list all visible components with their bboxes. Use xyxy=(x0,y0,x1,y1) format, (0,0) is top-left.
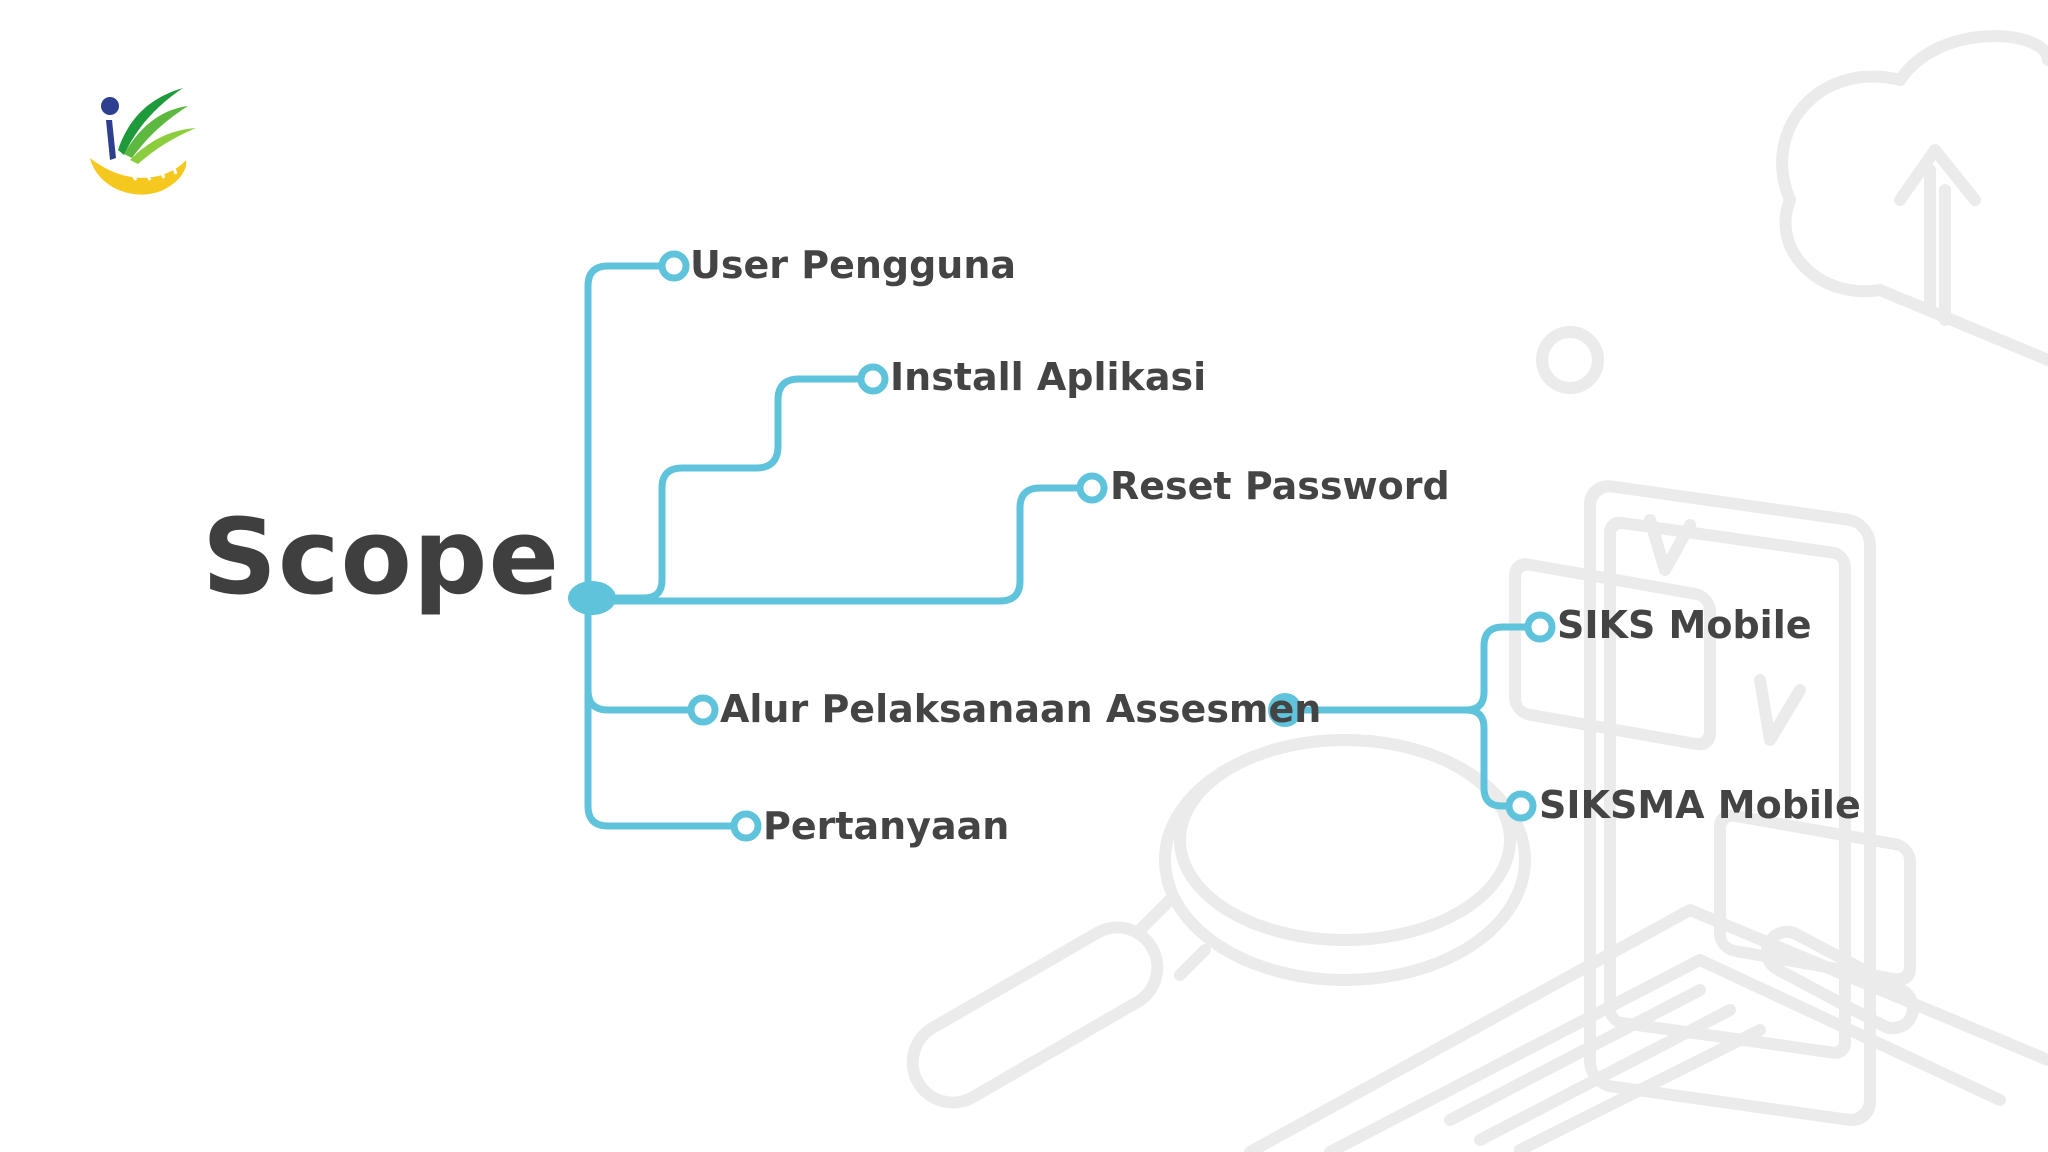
magnifier-icon xyxy=(906,734,1531,1109)
node-siks xyxy=(1524,611,1556,643)
cloud-upload-icon xyxy=(1776,30,2048,366)
root-node xyxy=(568,581,616,615)
branch-label-pertanyaan: Pertanyaan xyxy=(763,804,1010,848)
node-alur xyxy=(687,694,719,726)
logo-body xyxy=(106,120,116,160)
logo-leaf xyxy=(118,88,183,155)
alur-hub-node xyxy=(1268,693,1302,727)
node-install xyxy=(857,363,889,395)
connector-pertanyaan xyxy=(584,594,749,830)
branch-label-reset-password: Reset Password xyxy=(1110,464,1450,508)
logo-leaf xyxy=(130,128,196,164)
connector-reset xyxy=(588,484,1094,605)
node-pertanyaan xyxy=(730,810,762,842)
sub-branch-label-siksma-mobile: SIKSMA Mobile xyxy=(1539,783,1861,827)
logo-leaf xyxy=(124,106,188,158)
branch-label-install-aplikasi: Install Aplikasi xyxy=(890,355,1207,399)
logo-bowl xyxy=(90,158,187,195)
document-icon xyxy=(1244,904,2048,1152)
connector-alur-children xyxy=(1281,623,1542,714)
logo-head xyxy=(101,97,119,115)
connector-alur-siksma xyxy=(1462,706,1524,810)
ministry-logo xyxy=(90,88,196,195)
connector-alur xyxy=(584,686,706,714)
branch-label-user-pengguna: User Pengguna xyxy=(690,243,1017,287)
node-user xyxy=(658,250,690,282)
slide-title: Scope xyxy=(202,496,560,618)
node-siksma xyxy=(1505,790,1537,822)
sub-branch-label-siks-mobile: SIKS Mobile xyxy=(1557,603,1812,647)
connector-user xyxy=(584,262,676,602)
branch-label-alur-pelaksanaan: Alur Pelaksanaan Assesmen xyxy=(720,687,1322,731)
node-reset xyxy=(1076,472,1108,504)
connector-install xyxy=(588,375,876,602)
logo-stripes xyxy=(126,161,178,181)
